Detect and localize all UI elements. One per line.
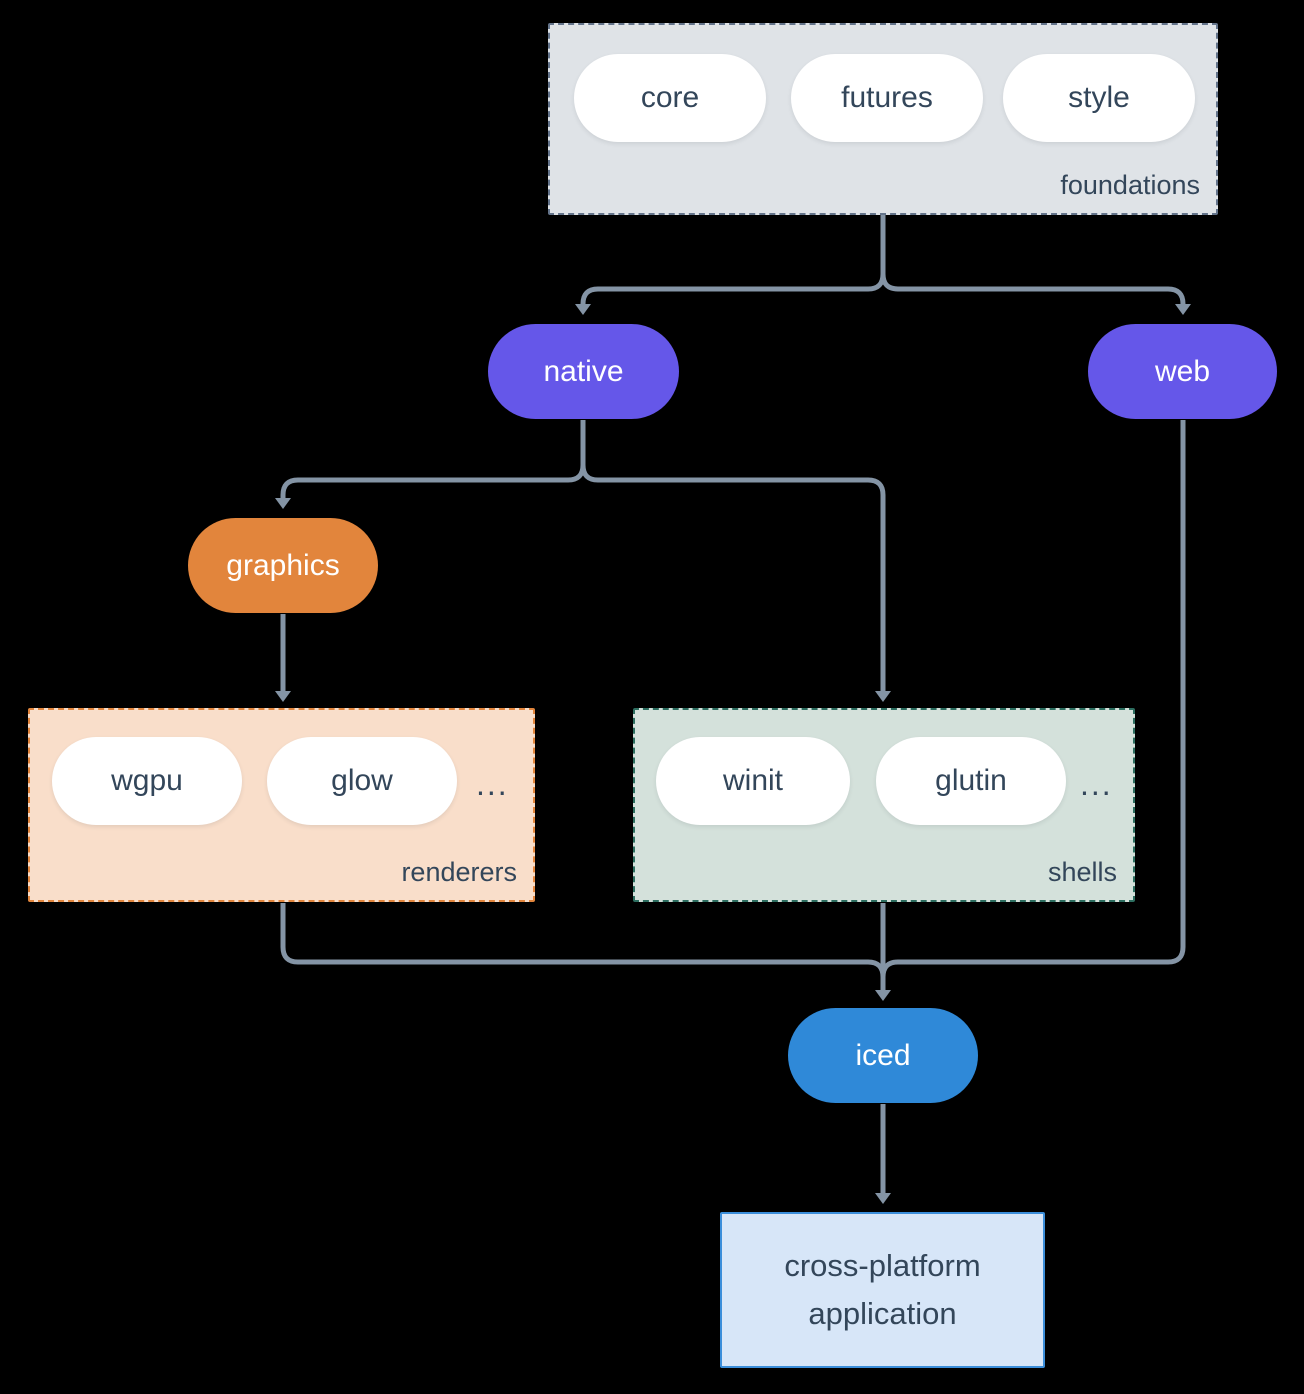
arrowhead-native (575, 304, 591, 315)
app-box-line2: application (808, 1296, 957, 1331)
edge-foundations-web (880, 215, 1186, 305)
edge-native-graphics (280, 420, 586, 499)
pill-winit-label: winit (722, 764, 783, 797)
renderers-ellipsis: ... (476, 766, 509, 802)
pill-core-label: core (640, 81, 700, 114)
pill-wgpu: wgpu (52, 737, 242, 825)
node-graphics: graphics (188, 518, 378, 613)
foundations-group: core futures style foundations (548, 23, 1218, 215)
pill-style-label: style (1068, 81, 1130, 114)
pill-wgpu-label: wgpu (111, 764, 183, 797)
edge-renderers-iced (280, 903, 886, 978)
pill-winit: winit (656, 737, 850, 825)
arrowhead-shells (875, 691, 891, 702)
shells-group: winit glutin ... shells (633, 708, 1135, 902)
shells-ellipsis: ... (1080, 766, 1113, 802)
pill-style: style (1003, 54, 1195, 142)
node-graphics-label: graphics (226, 548, 340, 582)
pill-futures: futures (791, 54, 983, 142)
pill-futures-label: futures (841, 81, 933, 114)
node-native-label: native (543, 354, 624, 388)
app-box: cross-platform application (720, 1212, 1045, 1368)
app-box-line1: cross-platform (784, 1248, 981, 1283)
node-web: web (1088, 324, 1277, 419)
arrowhead-app (875, 1193, 891, 1204)
foundations-group-label: foundations (1060, 170, 1200, 200)
pill-core: core (574, 54, 766, 142)
node-native: native (488, 324, 679, 419)
edge-native-shells (580, 420, 886, 692)
renderers-group-label: renderers (401, 857, 517, 887)
pill-glutin: glutin (876, 737, 1066, 825)
arrowhead-web (1175, 304, 1191, 315)
renderers-group: wgpu glow ... renderers (28, 708, 535, 902)
pill-glow-label: glow (331, 764, 393, 797)
arrowhead-renderers (275, 691, 291, 702)
arrowhead-graphics (275, 498, 291, 509)
pill-glow: glow (267, 737, 457, 825)
pill-glutin-label: glutin (935, 764, 1007, 797)
edge-foundations-native (580, 215, 886, 305)
node-web-label: web (1154, 354, 1211, 388)
shells-group-label: shells (1047, 857, 1117, 887)
node-iced-label: iced (855, 1038, 911, 1072)
node-iced: iced (788, 1008, 978, 1103)
arrowhead-iced (875, 990, 891, 1001)
